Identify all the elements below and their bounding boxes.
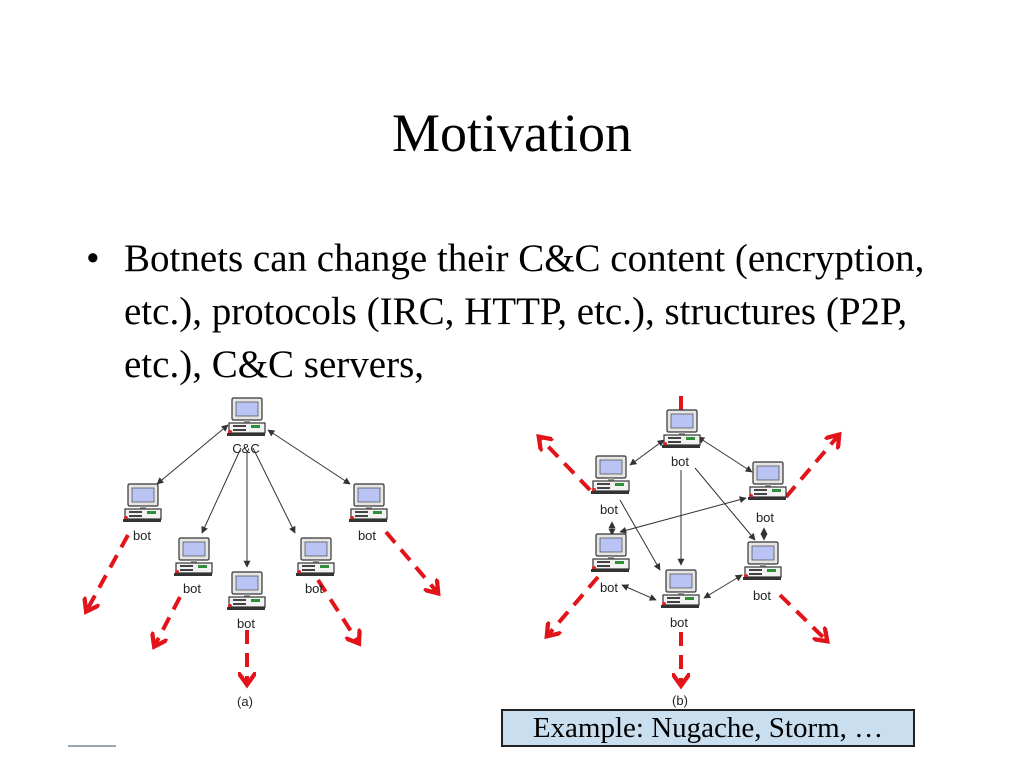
- diagram-b-dashed-arrows: [540, 396, 838, 684]
- bullet-text: Botnets can change their C&C content (en…: [124, 237, 925, 386]
- bot-node: bot: [226, 571, 266, 631]
- bot-node: bot: [590, 533, 630, 595]
- diagram-b-links: [608, 436, 768, 601]
- bot-label: bot: [756, 510, 774, 525]
- computer-icon: [742, 541, 782, 581]
- bot-label: bot: [600, 502, 618, 517]
- computer-icon: [661, 409, 701, 449]
- bot-node: bot: [348, 483, 388, 543]
- bot-node: bot: [295, 537, 335, 596]
- bot-node: bot: [590, 455, 630, 517]
- diagram-a-caption: (a): [237, 694, 253, 709]
- computer-icon: [348, 483, 388, 523]
- diagram-a-dashed-arrows: [87, 530, 437, 683]
- diagram-b: bot bot bot bot bot bot (b): [540, 396, 838, 708]
- bot-label: bot: [753, 588, 771, 603]
- example-callout: Example: Nugache, Storm, …: [501, 709, 915, 747]
- bot-label: bot: [237, 616, 255, 631]
- bullet-item: • Botnets can change their C&C content (…: [86, 232, 946, 391]
- bot-label: bot: [305, 581, 323, 596]
- bot-label: bot: [600, 580, 618, 595]
- bot-label: bot: [183, 581, 201, 596]
- slide-title: Motivation: [392, 103, 632, 163]
- computer-icon: [660, 569, 700, 609]
- bot-label: bot: [133, 528, 151, 543]
- computer-icon: [173, 537, 213, 577]
- bot-node: bot: [173, 537, 213, 596]
- footer-divider: [68, 745, 116, 747]
- bot-label: bot: [670, 615, 688, 630]
- bot-label: bot: [358, 528, 376, 543]
- diagram-a-links: [156, 424, 351, 568]
- computer-icon: [747, 461, 787, 501]
- computer-icon: [226, 571, 266, 611]
- computer-icon: [590, 455, 630, 495]
- computer-icon: [122, 483, 162, 523]
- bot-node: bot: [660, 569, 700, 630]
- bot-node: bot: [122, 483, 162, 543]
- diagram-b-caption: (b): [672, 693, 688, 708]
- computer-icon: [295, 537, 335, 577]
- diagram-a: C&C bot bot bot bot bot (a): [87, 397, 437, 709]
- cc-server-node: C&C: [226, 397, 266, 456]
- computer-icon: [590, 533, 630, 573]
- bullet-marker: •: [86, 237, 100, 280]
- cc-server-label: C&C: [232, 441, 259, 456]
- bot-node: bot: [747, 461, 787, 525]
- bot-node: bot: [661, 409, 701, 469]
- cc-server-icon: [226, 397, 266, 437]
- bot-label: bot: [671, 454, 689, 469]
- bot-node: bot: [742, 541, 782, 603]
